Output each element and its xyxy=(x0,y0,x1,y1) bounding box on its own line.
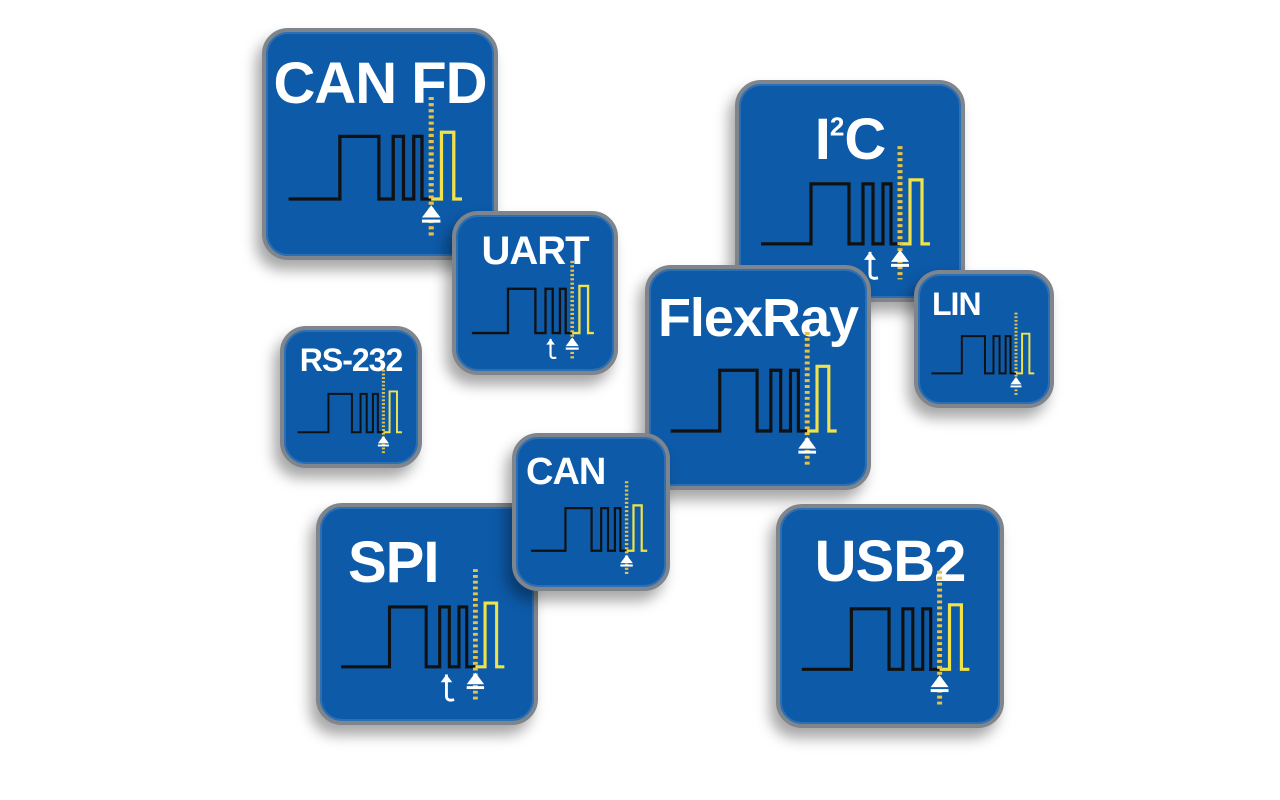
black-trace xyxy=(670,368,808,433)
trigger-arrow-icon xyxy=(930,675,949,688)
trigger-arrow-icon xyxy=(421,205,441,218)
waveform-icon xyxy=(341,569,505,703)
flexray-tile[interactable]: FlexRay xyxy=(645,265,871,490)
black-trace xyxy=(801,607,940,671)
trigger-arrow-base xyxy=(565,347,579,350)
tile-label: RS-232 xyxy=(299,342,404,378)
waveform-icon xyxy=(801,570,970,706)
tile-label: FlexRay xyxy=(657,288,859,348)
trigger-arrow-icon xyxy=(466,672,485,685)
can-fd-tile[interactable]: CAN FD xyxy=(262,28,498,260)
can-tile[interactable]: CAN xyxy=(512,433,670,591)
waveform-icon xyxy=(761,146,930,280)
trigger-arrow-base xyxy=(620,564,633,567)
clock-marker-icon xyxy=(444,674,455,702)
trigger-arrow-icon xyxy=(1010,377,1022,385)
trigger-arrow-base xyxy=(930,689,949,693)
yellow-trace xyxy=(383,390,402,434)
uart-tile[interactable]: UART xyxy=(452,211,618,375)
trigger-arrow-icon xyxy=(798,436,817,449)
black-trace xyxy=(341,605,476,669)
trigger-arrow-icon xyxy=(620,554,633,564)
yellow-trace xyxy=(900,178,930,246)
yellow-trace xyxy=(1016,332,1035,375)
black-trace xyxy=(531,507,627,552)
black-trace xyxy=(288,134,432,201)
black-trace xyxy=(297,392,384,434)
clock-arrow-icon xyxy=(440,674,453,683)
tile-label: CAN xyxy=(526,451,606,493)
lin-tile[interactable]: LIN xyxy=(914,270,1054,408)
trigger-arrow-base xyxy=(377,444,389,447)
waveform-icon xyxy=(931,312,1035,396)
spi-tile[interactable]: SPI xyxy=(316,503,538,725)
tile-label: I2C xyxy=(814,107,887,172)
waveform-icon xyxy=(297,369,402,455)
trigger-arrow-base xyxy=(891,263,909,267)
waveform-icon xyxy=(471,260,594,360)
yellow-trace xyxy=(475,601,505,669)
yellow-trace xyxy=(807,364,837,433)
yellow-trace xyxy=(626,504,648,552)
waveform-icon xyxy=(531,481,648,577)
yellow-trace xyxy=(572,284,594,335)
clock-marker-icon xyxy=(868,251,879,280)
rs232-tile[interactable]: RS-232 xyxy=(280,326,422,468)
tile-label: LIN xyxy=(932,286,982,322)
yellow-trace xyxy=(431,130,462,201)
clock-arrow-icon xyxy=(546,338,555,345)
yellow-trace xyxy=(939,603,970,671)
clock-marker-icon xyxy=(549,338,557,360)
trigger-arrow-base xyxy=(421,219,441,223)
waveform-icon xyxy=(670,332,837,467)
trigger-arrow-icon xyxy=(891,249,909,262)
trigger-arrow-base xyxy=(798,450,817,454)
black-trace xyxy=(761,182,900,246)
tile-label: CAN FD xyxy=(273,51,487,116)
black-trace xyxy=(471,287,573,335)
clock-arrow-icon xyxy=(864,251,876,260)
tile-label: SPI xyxy=(348,530,440,595)
trigger-arrow-base xyxy=(466,686,485,690)
trigger-arrow-icon xyxy=(377,435,389,444)
black-trace xyxy=(931,335,1016,375)
trigger-arrow-base xyxy=(1010,385,1022,388)
usb2-tile[interactable]: USB2 xyxy=(776,504,1004,728)
waveform-icon xyxy=(288,96,462,237)
trigger-arrow-icon xyxy=(565,337,579,347)
